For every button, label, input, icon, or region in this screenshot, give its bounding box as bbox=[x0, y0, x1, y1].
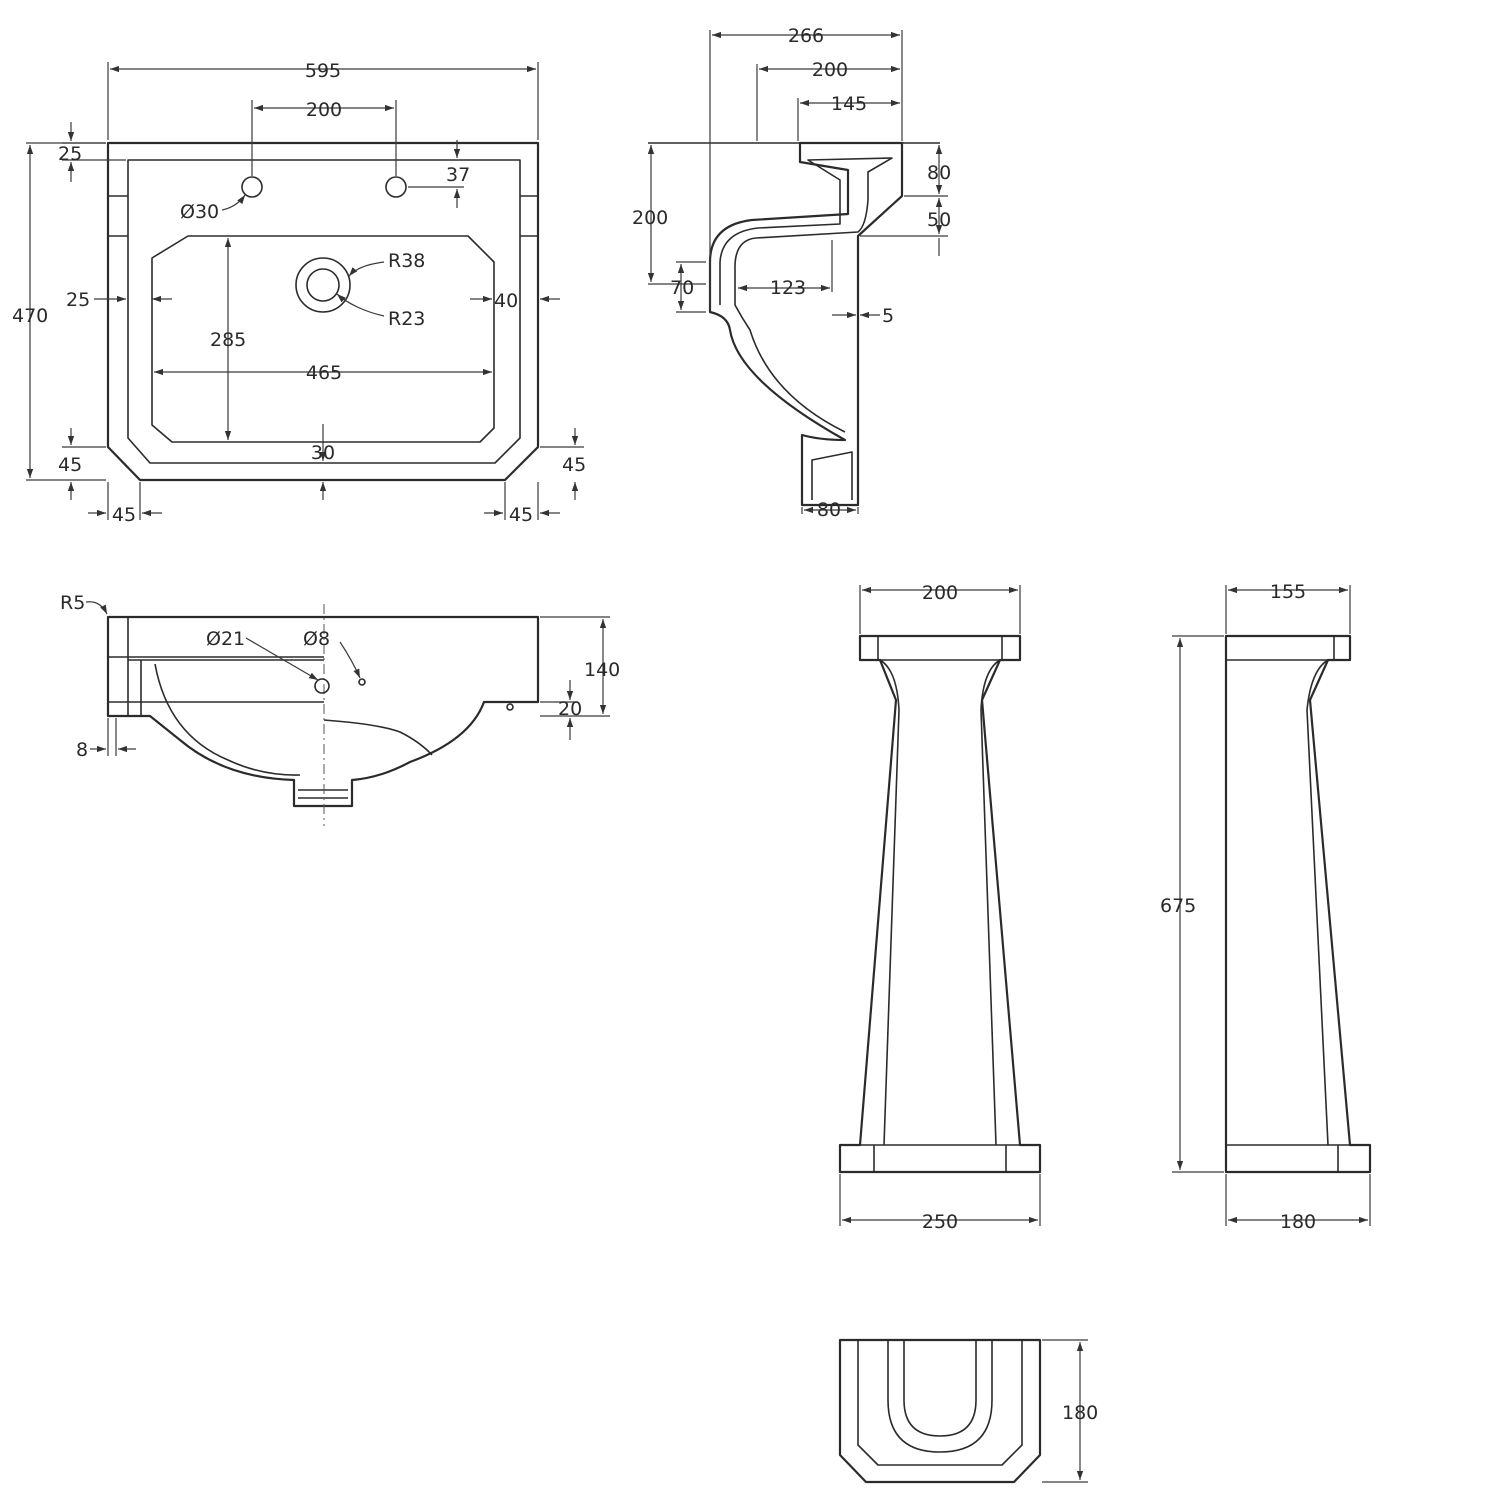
basin-front-outline bbox=[106, 615, 540, 808]
dim-pedestal-side-base-width: 180 bbox=[1280, 1211, 1316, 1233]
basin-side-outer bbox=[708, 141, 904, 507]
basin-plan-rim-inner bbox=[127, 159, 521, 464]
dim-rim-top: 25 bbox=[58, 143, 82, 165]
tap-hole-left-icon bbox=[241, 176, 263, 198]
dim-wall-gap: 5 bbox=[882, 305, 894, 327]
overflow-hole-icon bbox=[314, 678, 330, 694]
basin-bowl-outline bbox=[151, 235, 495, 443]
dim-corner-right-h: 45 bbox=[509, 504, 533, 526]
dim-projection-inner: 145 bbox=[831, 93, 867, 115]
dim-pedestal-height: 675 bbox=[1160, 895, 1196, 917]
tap-hole-right-icon bbox=[385, 176, 407, 198]
dim-front-rim: 30 bbox=[311, 442, 335, 464]
dim-foot-width: 80 bbox=[817, 499, 841, 521]
dim-side-rim-right: 40 bbox=[494, 290, 518, 312]
dim-trap-height: 70 bbox=[670, 277, 694, 299]
dim-height-lower: 50 bbox=[927, 209, 951, 231]
basin-side-inner bbox=[719, 157, 893, 433]
dim-corner-left-v: 45 bbox=[58, 454, 82, 476]
pedestal-side-view: 155 675 180 bbox=[1160, 581, 1372, 1233]
dim-tap-centres: 200 bbox=[306, 99, 342, 121]
pedestal-front-view: 200 250 bbox=[838, 582, 1042, 1233]
pedestal-plan-view: 180 bbox=[838, 1338, 1098, 1484]
fixing-hole-icon bbox=[358, 678, 366, 686]
dim-tap-hole-offset: 37 bbox=[446, 164, 470, 186]
dim-waste-inner-radius: R23 bbox=[388, 308, 425, 330]
dim-pedestal-top-width: 200 bbox=[922, 582, 958, 604]
waste-outer-icon bbox=[295, 257, 351, 313]
dim-overflow-diameter: Ø21 bbox=[206, 628, 245, 650]
dim-trap-width: 123 bbox=[770, 277, 806, 299]
dim-bowl-width: 465 bbox=[306, 362, 342, 384]
dim-hole-diameter: Ø8 bbox=[303, 628, 330, 650]
basin-plan-view: 595 200 25 470 Ø30 37 R38 R23 25 bbox=[12, 60, 586, 526]
dim-overall-depth: 470 bbox=[12, 305, 48, 327]
pedestal-plan-u-outer bbox=[887, 1340, 993, 1453]
dim-tap-hole-diameter: Ø30 bbox=[180, 201, 219, 223]
dim-wall-drop: 200 bbox=[632, 207, 668, 229]
dim-total-projection: 266 bbox=[788, 25, 824, 47]
basin-side-section: 266 200 145 80 50 200 70 123 5 bbox=[632, 25, 951, 521]
dim-corner-radius: R5 bbox=[60, 592, 85, 614]
waste-inner-icon bbox=[306, 268, 340, 302]
dim-lip-height: 20 bbox=[558, 698, 582, 720]
basin-front-elevation: R5 Ø21 Ø8 140 20 8 bbox=[60, 592, 620, 826]
dim-height-upper: 80 bbox=[927, 162, 951, 184]
dim-corner-right-v: 45 bbox=[562, 454, 586, 476]
dim-corner-left-h: 45 bbox=[112, 504, 136, 526]
dim-overall-width: 595 bbox=[305, 60, 341, 82]
dim-waste-outer-radius: R38 bbox=[388, 250, 425, 272]
pedestal-plan-u-inner bbox=[903, 1340, 977, 1437]
pedestal-side-outline bbox=[1224, 634, 1372, 1174]
dim-pedestal-plan-depth: 180 bbox=[1062, 1402, 1098, 1424]
dim-overall-height: 140 bbox=[584, 659, 620, 681]
dim-projection-mid: 200 bbox=[812, 59, 848, 81]
dim-edge-offset: 8 bbox=[76, 739, 88, 761]
dim-pedestal-base-width: 250 bbox=[922, 1211, 958, 1233]
pedestal-plan-outline bbox=[838, 1338, 1042, 1484]
dim-pedestal-side-top-width: 155 bbox=[1270, 581, 1306, 603]
pedestal-front-outline bbox=[838, 634, 1042, 1174]
dim-bowl-depth: 285 bbox=[210, 329, 246, 351]
basin-plan-outline bbox=[106, 141, 540, 482]
dim-side-rim-left: 25 bbox=[66, 289, 90, 311]
